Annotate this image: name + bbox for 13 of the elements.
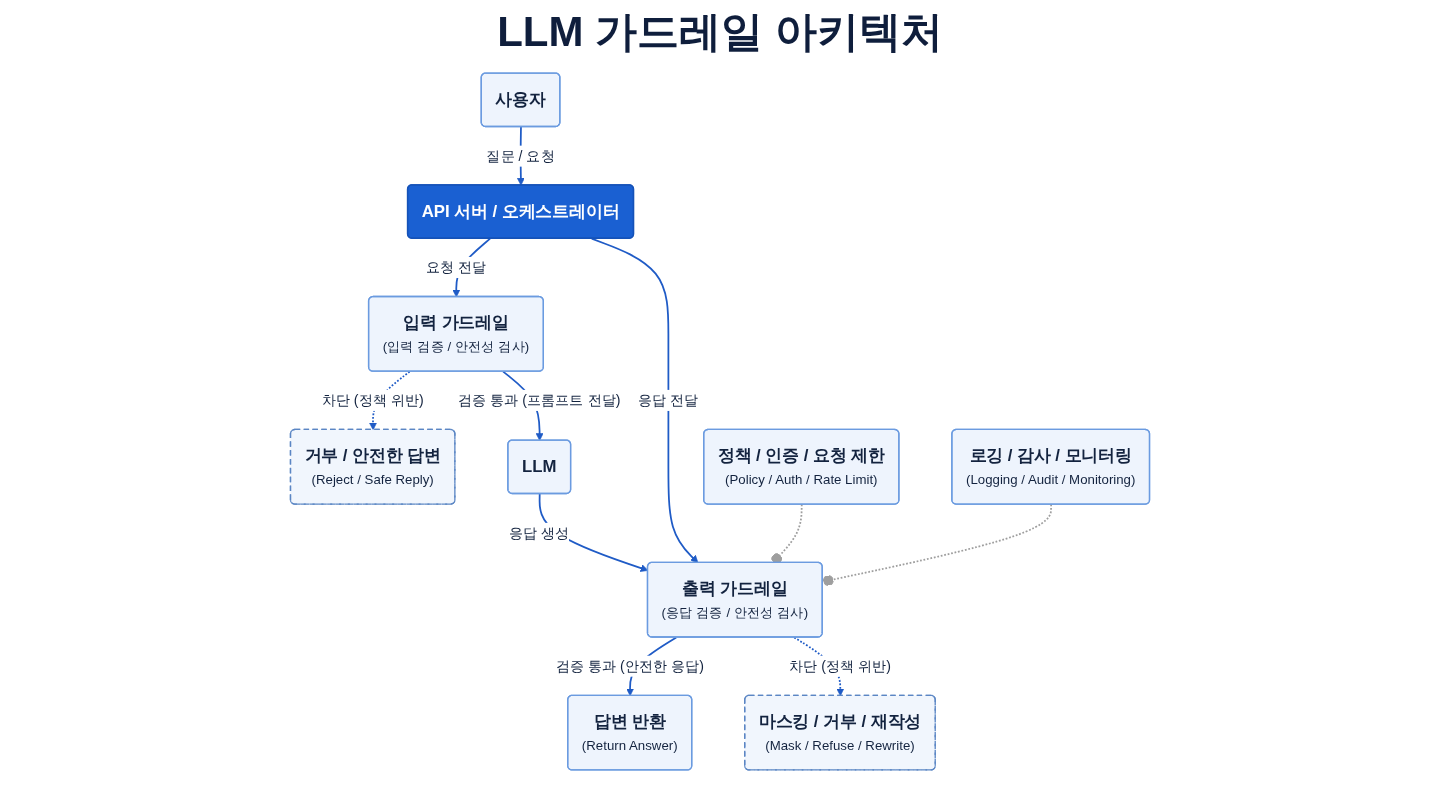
arrow — [793, 636, 845, 697]
edge-label: 요청 전달 — [425, 259, 487, 275]
edge-label: 응답 전달 — [638, 392, 699, 408]
edge-label: 질문 / 요청 — [486, 148, 555, 164]
diagram-title: LLM 가드레일 아키텍처 — [496, 7, 944, 57]
edge-label: 검증 통과 (프롬프트 전달) — [457, 392, 621, 408]
edge-label: 차단 (정책 위반) — [788, 658, 891, 674]
arrow — [590, 237, 699, 564]
edge-label: 검증 통과 (안전한 응답) — [555, 658, 704, 674]
edge-label: 응답 생성 — [509, 525, 570, 541]
arrow — [369, 370, 411, 431]
connector — [771, 503, 803, 564]
edge-label: 차단 (정책 위반) — [321, 392, 424, 408]
